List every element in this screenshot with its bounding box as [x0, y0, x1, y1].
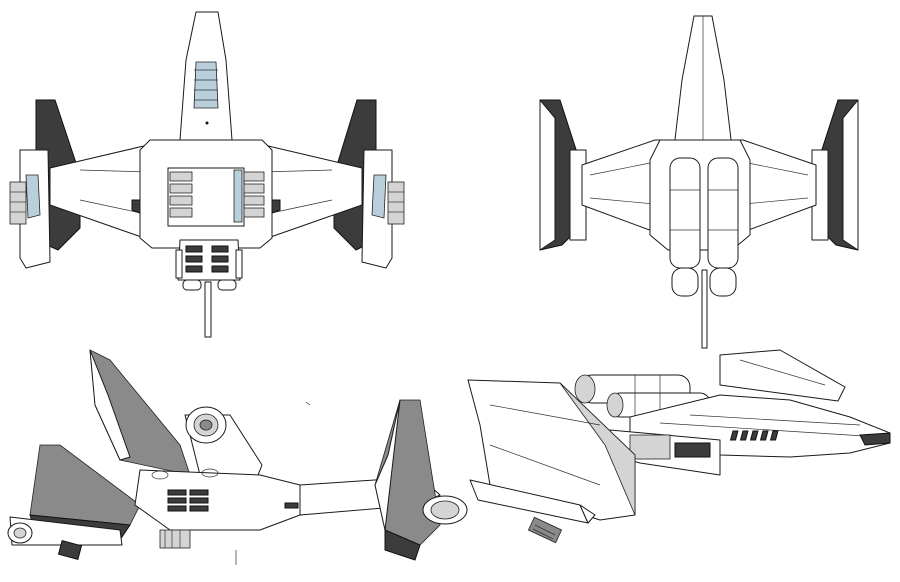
- perspective-front-view: [0, 345, 470, 582]
- tail-probe: [204, 281, 212, 338]
- perspective-front-drawing: [7, 349, 468, 565]
- top-view: [0, 0, 440, 345]
- right-fin: [811, 99, 859, 251]
- tail-fin: [719, 349, 846, 402]
- rear-grilles: [185, 245, 229, 273]
- side-vents: [729, 430, 779, 441]
- top-view-drawing: [9, 11, 405, 338]
- left-engine: [669, 157, 701, 297]
- front-grille: [167, 489, 209, 512]
- left-fin: [539, 99, 587, 251]
- right-missile-rack: [233, 169, 265, 223]
- perspective-side-view: [460, 345, 900, 582]
- left-missile-rack: [169, 171, 193, 218]
- cockpit-canopy: [193, 61, 219, 109]
- perspective-side-drawing: [467, 349, 891, 544]
- bottom-view: [460, 0, 900, 350]
- nose-tip: [859, 432, 891, 446]
- bottom-view-drawing: [539, 15, 859, 349]
- tail-probe: [701, 269, 708, 349]
- right-engine: [707, 157, 739, 297]
